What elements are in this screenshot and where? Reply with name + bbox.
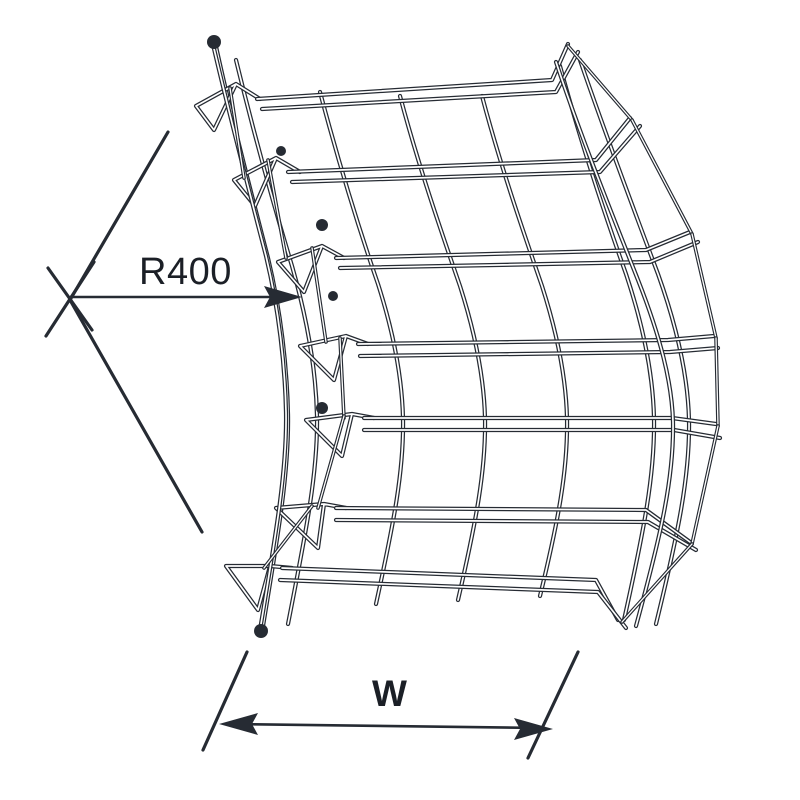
- rail-end-node-bottom: [254, 624, 268, 638]
- weld-nodes: [276, 146, 338, 414]
- rear-upstand-links: [566, 44, 720, 624]
- radius-leg-upper: [68, 130, 170, 302]
- radius-arrow-head: [264, 286, 302, 308]
- width-arrow-head-right: [514, 718, 553, 740]
- rung-4: [297, 333, 721, 383]
- wire-mesh-body: [193, 35, 723, 638]
- rung-5: [303, 411, 723, 459]
- radius-label: R400: [139, 251, 232, 293]
- rung-7: [223, 563, 629, 631]
- rung-1: [193, 41, 581, 133]
- front-side-rail: [207, 35, 289, 638]
- rear-side-rail: [553, 59, 676, 629]
- width-dimension: W: [201, 650, 580, 760]
- rung-6: [273, 501, 699, 553]
- rung-2: [231, 115, 643, 209]
- longitudinal-wire-4: [397, 93, 488, 603]
- width-extension-line-left: [201, 650, 249, 752]
- width-dimension-line: [229, 722, 543, 730]
- rung-3: [275, 229, 701, 295]
- rail-end-node-top: [207, 35, 221, 49]
- width-extension-line-right: [526, 650, 580, 760]
- width-label: W: [372, 673, 407, 714]
- front-tab-links: [228, 86, 346, 570]
- width-arrow-head-left: [219, 713, 258, 735]
- radius-leg-lower: [68, 298, 204, 534]
- radius-dimension: R400: [44, 130, 302, 534]
